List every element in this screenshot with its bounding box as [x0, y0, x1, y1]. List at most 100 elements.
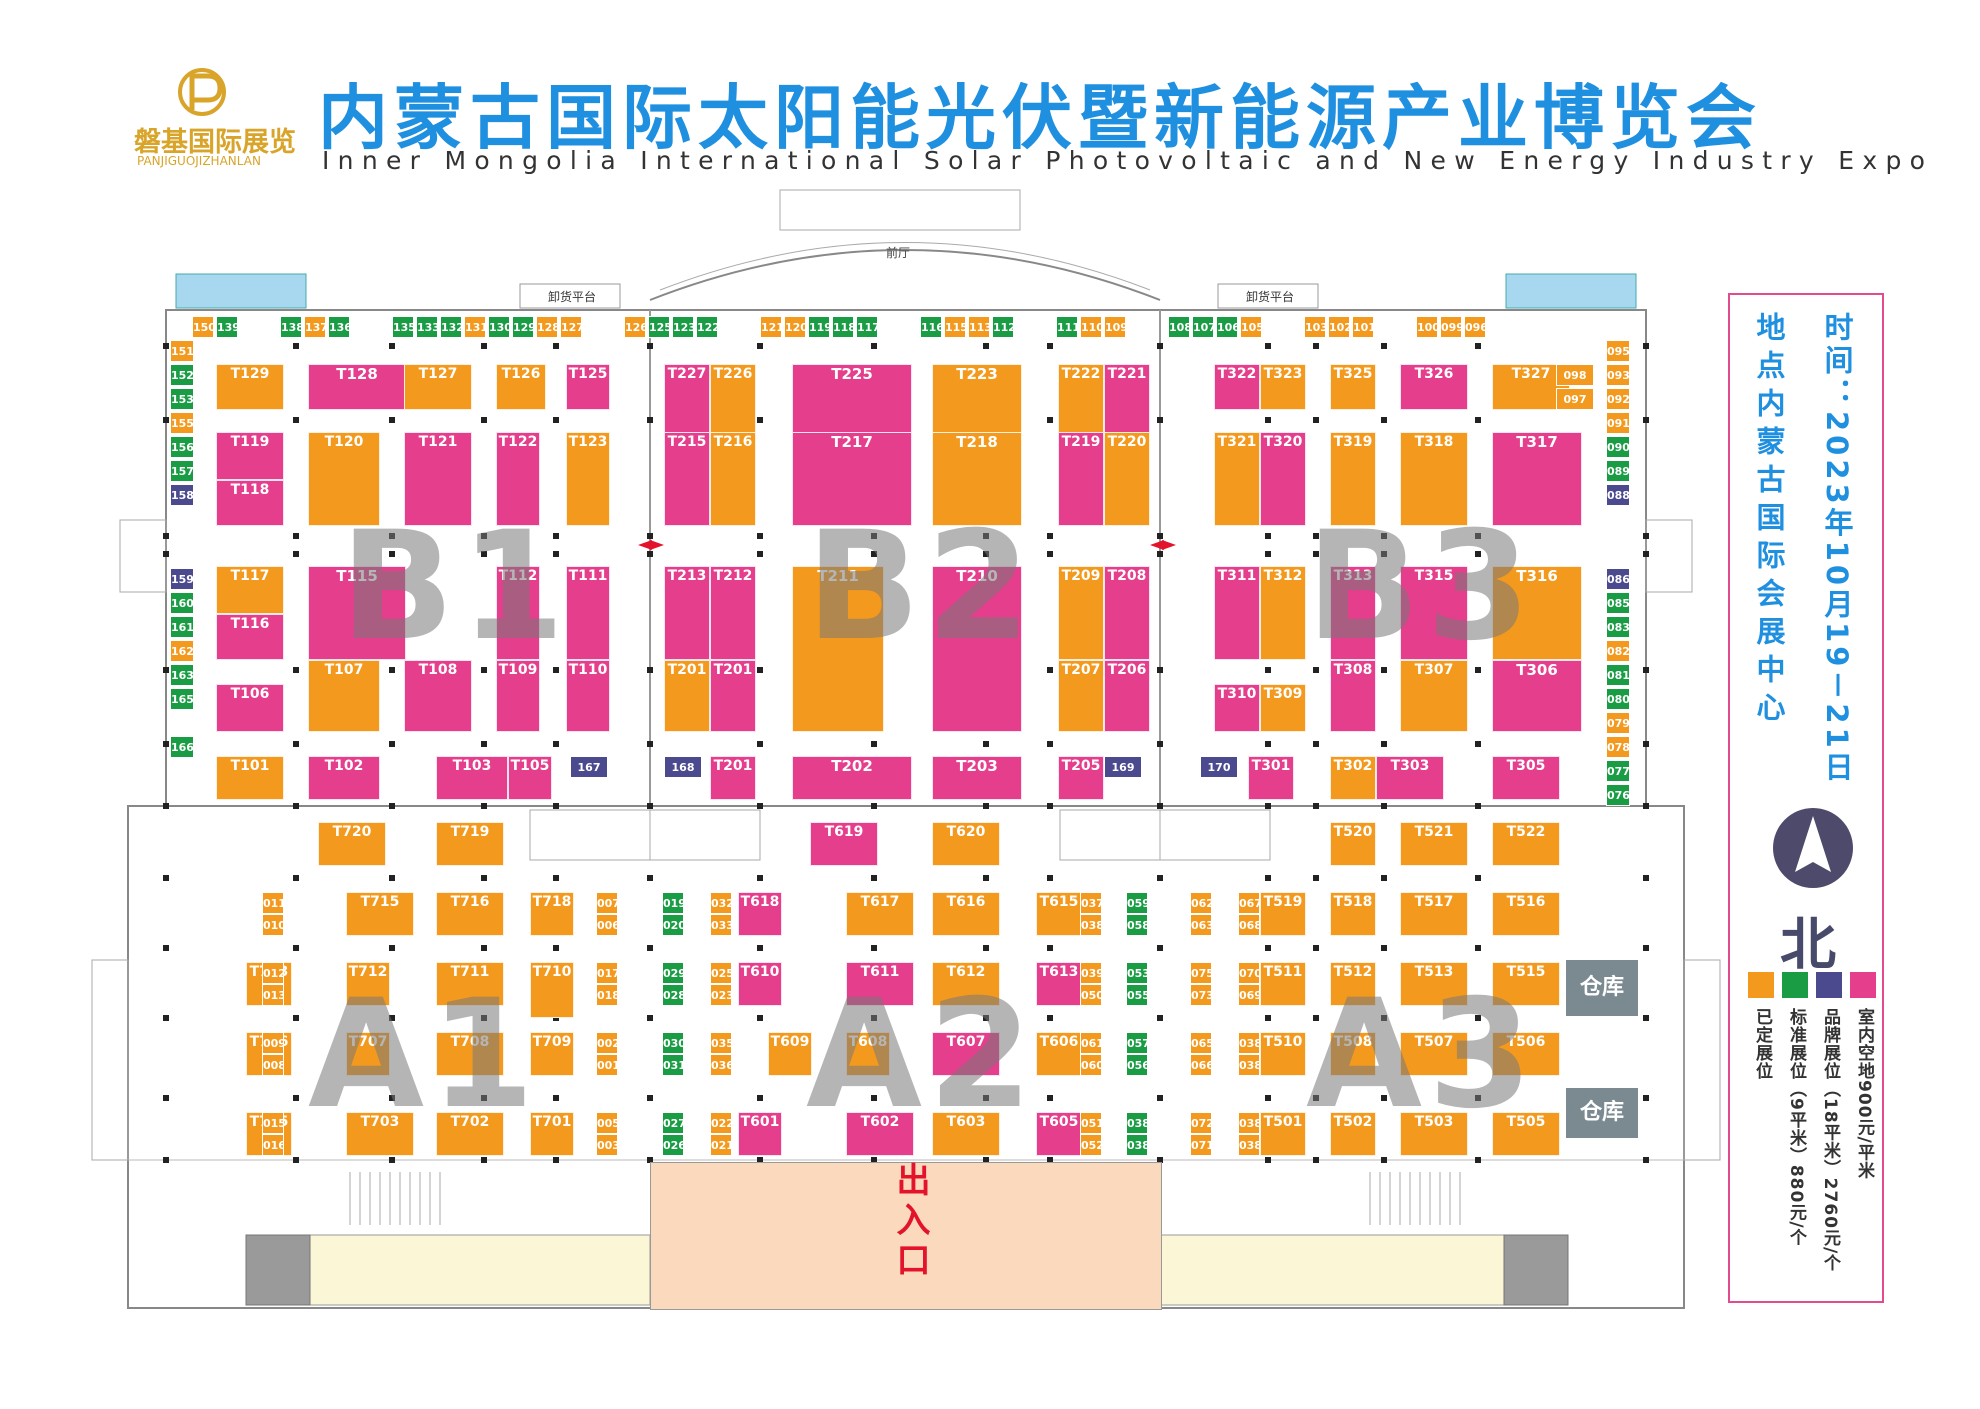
- booth-t718[interactable]: T718: [530, 892, 574, 936]
- booth-t326[interactable]: T326: [1400, 364, 1468, 410]
- small-booth-052[interactable]: 052: [1080, 1134, 1102, 1156]
- booth-t701[interactable]: T701: [530, 1112, 574, 1156]
- booth-t109[interactable]: T109: [496, 660, 540, 732]
- booth-t203[interactable]: T203: [932, 756, 1022, 800]
- small-booth-031[interactable]: 031: [662, 1054, 684, 1076]
- booth-t719[interactable]: T719: [436, 822, 504, 866]
- booth-t201[interactable]: T201: [664, 660, 710, 732]
- booth-t312[interactable]: T312: [1260, 566, 1306, 660]
- small-booth-137[interactable]: 137: [304, 316, 326, 338]
- booth-t508[interactable]: T508: [1330, 1032, 1376, 1076]
- small-booth-006[interactable]: 006: [596, 914, 618, 936]
- small-booth-069[interactable]: 069: [1238, 984, 1260, 1006]
- booth-t510[interactable]: T510: [1260, 1032, 1306, 1076]
- booth-t128[interactable]: T128: [308, 364, 406, 410]
- booth-t211[interactable]: T211: [792, 566, 884, 732]
- small-booth-131[interactable]: 131: [464, 316, 486, 338]
- small-booth-159[interactable]: 159: [170, 568, 194, 590]
- small-booth-100[interactable]: 100: [1416, 316, 1438, 338]
- small-booth-120[interactable]: 120: [784, 316, 806, 338]
- small-booth-058[interactable]: 058: [1126, 914, 1148, 936]
- small-booth-097[interactable]: 097: [1556, 388, 1594, 410]
- small-booth-022[interactable]: 022: [710, 1112, 732, 1134]
- booth-t122[interactable]: T122: [496, 432, 540, 526]
- small-booth-068[interactable]: 068: [1238, 914, 1260, 936]
- small-booth-156[interactable]: 156: [170, 436, 194, 458]
- booth-t101[interactable]: T101: [216, 756, 284, 800]
- small-booth-135[interactable]: 135: [392, 316, 414, 338]
- booth-t210[interactable]: T210: [932, 566, 1022, 732]
- booth-t520[interactable]: T520: [1330, 822, 1376, 866]
- small-booth-090[interactable]: 090: [1606, 436, 1630, 458]
- booth-t209[interactable]: T209: [1058, 566, 1104, 660]
- small-booth-062[interactable]: 062: [1190, 892, 1212, 914]
- booth-t325[interactable]: T325: [1330, 364, 1376, 410]
- booth-t316[interactable]: T316: [1492, 566, 1582, 660]
- booth-t505[interactable]: T505: [1492, 1112, 1560, 1156]
- booth-t212[interactable]: T212: [710, 566, 756, 660]
- booth-t107[interactable]: T107: [308, 660, 380, 732]
- booth-t215[interactable]: T215: [664, 432, 710, 526]
- booth-t207[interactable]: T207: [1058, 660, 1104, 732]
- small-booth-109[interactable]: 109: [1104, 316, 1126, 338]
- small-booth-136[interactable]: 136: [328, 316, 350, 338]
- small-booth-013[interactable]: 013: [262, 984, 284, 1006]
- small-booth-060[interactable]: 060: [1080, 1054, 1102, 1076]
- small-booth-017[interactable]: 017: [596, 962, 618, 984]
- small-booth-089[interactable]: 089: [1606, 460, 1630, 482]
- booth-t119[interactable]: T119: [216, 432, 284, 480]
- small-booth-007[interactable]: 007: [596, 892, 618, 914]
- small-booth-038[interactable]: 038: [1238, 1134, 1260, 1156]
- booth-t610[interactable]: T610: [738, 962, 782, 1006]
- booth-t612[interactable]: T612: [932, 962, 1000, 1006]
- small-booth-103[interactable]: 103: [1304, 316, 1326, 338]
- small-booth-012[interactable]: 012: [262, 962, 284, 984]
- booth-t201[interactable]: T201: [710, 660, 756, 732]
- booth-t307[interactable]: T307: [1400, 660, 1468, 732]
- small-booth-070[interactable]: 070: [1238, 962, 1260, 984]
- booth-t123[interactable]: T123: [566, 432, 610, 526]
- small-booth-139[interactable]: 139: [216, 316, 238, 338]
- small-booth-132[interactable]: 132: [440, 316, 462, 338]
- small-booth-115[interactable]: 115: [944, 316, 966, 338]
- booth-t112[interactable]: T112: [496, 566, 540, 660]
- booth-t127[interactable]: T127: [404, 364, 472, 410]
- booth-t711[interactable]: T711: [436, 962, 504, 1006]
- small-booth-038[interactable]: 038: [1080, 914, 1102, 936]
- small-booth-008[interactable]: 008: [262, 1054, 284, 1076]
- booth-t620[interactable]: T620: [932, 822, 1000, 866]
- small-booth-163[interactable]: 163: [170, 664, 194, 686]
- small-booth-005[interactable]: 005: [596, 1112, 618, 1134]
- booth-t108[interactable]: T108: [404, 660, 472, 732]
- booth-t611[interactable]: T611: [846, 962, 914, 1006]
- booth-t317[interactable]: T317: [1492, 432, 1582, 526]
- booth-t311[interactable]: T311: [1214, 566, 1260, 660]
- small-booth-150[interactable]: 150: [192, 316, 214, 338]
- booth-t129[interactable]: T129: [216, 364, 284, 410]
- booth-t202[interactable]: T202: [792, 756, 912, 800]
- booth-t301[interactable]: T301: [1248, 756, 1294, 800]
- booth-t710[interactable]: T710: [530, 962, 574, 1018]
- booth-t126[interactable]: T126: [496, 364, 546, 410]
- small-booth-027[interactable]: 027: [662, 1112, 684, 1134]
- small-booth-035[interactable]: 035: [710, 1032, 732, 1054]
- small-booth-026[interactable]: 026: [662, 1134, 684, 1156]
- booth-t512[interactable]: T512: [1330, 962, 1376, 1006]
- booth-t216[interactable]: T216: [710, 432, 756, 526]
- booth-t518[interactable]: T518: [1330, 892, 1376, 936]
- small-booth-098[interactable]: 098: [1556, 364, 1594, 386]
- small-booth-092[interactable]: 092: [1606, 388, 1630, 410]
- small-booth-126[interactable]: 126: [624, 316, 646, 338]
- booth-t318[interactable]: T318: [1400, 432, 1468, 526]
- small-booth-169[interactable]: 169: [1104, 756, 1142, 778]
- booth-t121[interactable]: T121: [404, 432, 472, 526]
- booth-t217[interactable]: T217: [792, 432, 912, 526]
- small-booth-061[interactable]: 061: [1080, 1032, 1102, 1054]
- booth-t503[interactable]: T503: [1400, 1112, 1468, 1156]
- small-booth-157[interactable]: 157: [170, 460, 194, 482]
- small-booth-075[interactable]: 075: [1190, 962, 1212, 984]
- small-booth-076[interactable]: 076: [1606, 784, 1630, 806]
- small-booth-018[interactable]: 018: [596, 984, 618, 1006]
- small-booth-078[interactable]: 078: [1606, 736, 1630, 758]
- small-booth-101[interactable]: 101: [1352, 316, 1374, 338]
